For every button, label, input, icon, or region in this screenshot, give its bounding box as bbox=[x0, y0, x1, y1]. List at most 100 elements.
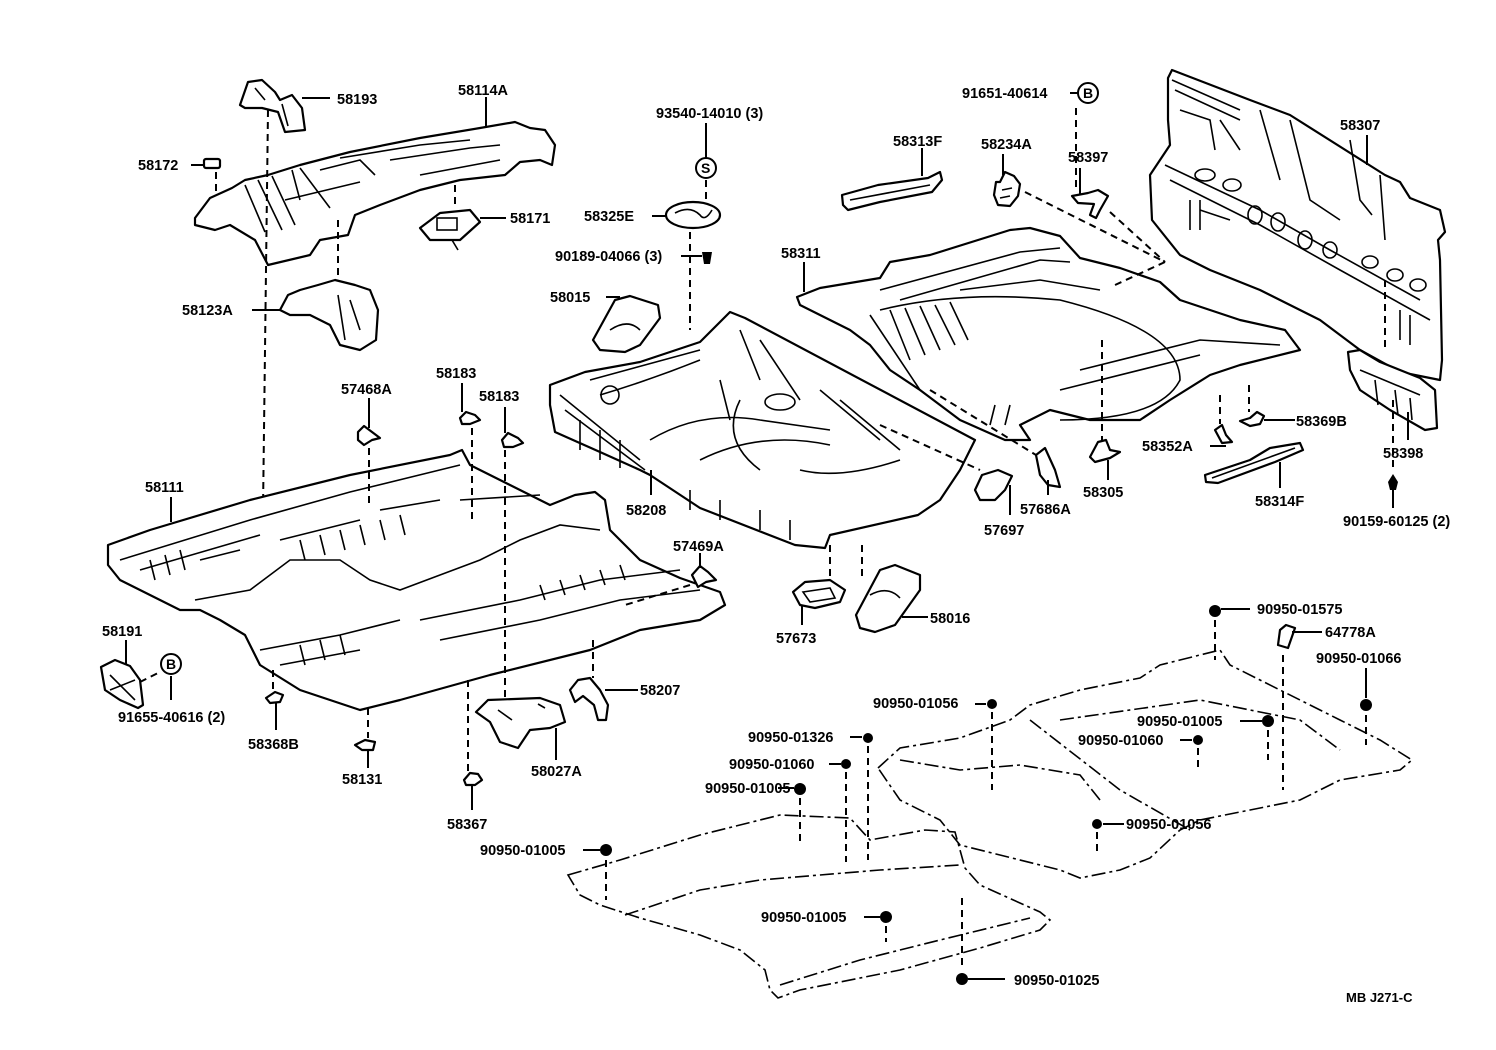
label-90950-01056-b[interactable]: 90950-01056 bbox=[1126, 817, 1211, 833]
part-57469A-clip bbox=[690, 564, 718, 589]
label-90950-01005-d[interactable]: 90950-01005 bbox=[761, 910, 846, 926]
part-58191-bracket bbox=[99, 658, 145, 710]
label-58171[interactable]: 58171 bbox=[510, 211, 550, 227]
label-58183-a[interactable]: 58183 bbox=[436, 366, 476, 382]
part-58171-plate bbox=[418, 208, 482, 251]
label-58015[interactable]: 58015 bbox=[550, 290, 590, 306]
label-58016[interactable]: 58016 bbox=[930, 611, 970, 627]
label-90189-04066[interactable]: 90189-04066 (3) bbox=[555, 249, 662, 265]
part-90189-nut bbox=[702, 252, 712, 264]
label-93540-14010[interactable]: 93540-14010 (3) bbox=[656, 106, 763, 122]
part-58368B-clip bbox=[264, 690, 285, 705]
part-58352A-bracket bbox=[1213, 423, 1234, 445]
label-58114A[interactable]: 58114A bbox=[458, 83, 509, 99]
label-58123A[interactable]: 58123A bbox=[182, 303, 233, 319]
b-marker-text: B bbox=[166, 656, 176, 672]
label-58191[interactable]: 58191 bbox=[102, 624, 142, 640]
label-58398[interactable]: 58398 bbox=[1383, 446, 1423, 462]
label-58172[interactable]: 58172 bbox=[138, 158, 178, 174]
part-58015-cover bbox=[591, 294, 662, 354]
part-57673-plug bbox=[791, 578, 847, 610]
part-58369B-clip bbox=[1238, 410, 1266, 428]
label-58111[interactable]: 58111 bbox=[145, 480, 184, 496]
marker-S: S bbox=[695, 157, 717, 179]
label-58307[interactable]: 58307 bbox=[1340, 118, 1380, 134]
part-58367-clip bbox=[462, 771, 484, 787]
grommet-90950-01056-b bbox=[1092, 819, 1102, 829]
dash-58191 bbox=[139, 671, 161, 683]
label-90950-01575[interactable]: 90950-01575 bbox=[1257, 602, 1342, 618]
label-64778A[interactable]: 64778A bbox=[1325, 625, 1376, 641]
marker-B-left: B bbox=[160, 653, 182, 675]
label-58131[interactable]: 58131 bbox=[342, 772, 382, 788]
label-57697[interactable]: 57697 bbox=[984, 523, 1024, 539]
label-58313F[interactable]: 58313F bbox=[893, 134, 942, 150]
label-90159-60125[interactable]: 90159-60125 (2) bbox=[1343, 514, 1450, 530]
label-58234A[interactable]: 58234A bbox=[981, 137, 1032, 153]
label-90950-01005-c[interactable]: 90950-01005 bbox=[480, 843, 565, 859]
label-57469A[interactable]: 57469A bbox=[673, 539, 724, 555]
label-58352A[interactable]: 58352A bbox=[1142, 439, 1193, 455]
s-marker-text: S bbox=[701, 160, 710, 176]
label-58369B[interactable]: 58369B bbox=[1296, 414, 1347, 430]
part-58313F-reinforcement bbox=[840, 170, 944, 212]
label-57673[interactable]: 57673 bbox=[776, 631, 816, 647]
grommet-90950-01005-a bbox=[1262, 715, 1274, 727]
label-58027A[interactable]: 58027A bbox=[531, 764, 582, 780]
b-marker-text: B bbox=[1083, 85, 1093, 101]
part-58208-rear-floor-pan bbox=[548, 310, 977, 550]
label-91651-40614[interactable]: 91651-40614 bbox=[962, 86, 1047, 102]
grommet-90950-01005-d bbox=[880, 911, 892, 923]
part-front-floor-silencer bbox=[566, 814, 1052, 999]
label-57686A[interactable]: 57686A bbox=[1020, 502, 1071, 518]
label-90950-01005-b[interactable]: 90950-01005 bbox=[705, 781, 790, 797]
grommet-90950-01060-a bbox=[1193, 735, 1203, 745]
part-58172-clip bbox=[202, 157, 222, 170]
part-rear-floor-silencer bbox=[876, 649, 1414, 879]
label-58397[interactable]: 58397 bbox=[1068, 150, 1108, 166]
dash-57697 bbox=[879, 424, 981, 471]
b-marker-icon bbox=[160, 653, 182, 675]
label-58367[interactable]: 58367 bbox=[447, 817, 487, 833]
part-90159-bolt bbox=[1388, 474, 1398, 490]
part-57468A-clip bbox=[356, 424, 382, 447]
label-58193[interactable]: 58193 bbox=[337, 92, 377, 108]
label-58314F[interactable]: 58314F bbox=[1255, 494, 1304, 510]
part-58193-bracket bbox=[238, 78, 307, 134]
diagram-reference-code: MB J271-C bbox=[1346, 990, 1413, 1005]
label-90950-01066[interactable]: 90950-01066 bbox=[1316, 651, 1401, 667]
label-58305[interactable]: 58305 bbox=[1083, 485, 1123, 501]
part-58123A-bracket bbox=[278, 278, 380, 352]
label-58368B[interactable]: 58368B bbox=[248, 737, 299, 753]
label-58311[interactable]: 58311 bbox=[781, 246, 821, 262]
part-58234A-bracket bbox=[992, 170, 1022, 208]
dash-58397-b bbox=[1114, 261, 1166, 286]
label-90950-01060-a[interactable]: 90950-01060 bbox=[1078, 733, 1163, 749]
label-58183-b[interactable]: 58183 bbox=[479, 389, 519, 405]
part-58305-bracket bbox=[1088, 438, 1122, 464]
grommet-90950-01060-b bbox=[841, 759, 851, 769]
b-marker-icon bbox=[1077, 82, 1099, 104]
label-90950-01060-b[interactable]: 90950-01060 bbox=[729, 757, 814, 773]
dash-58397 bbox=[1109, 211, 1166, 263]
label-58208[interactable]: 58208 bbox=[626, 503, 666, 519]
part-58114A-crossmember bbox=[193, 120, 557, 267]
grommet-90950-01575 bbox=[1209, 605, 1221, 617]
label-90950-01005-a[interactable]: 90950-01005 bbox=[1137, 714, 1222, 730]
label-90950-01056-a[interactable]: 90950-01056 bbox=[873, 696, 958, 712]
part-58016-cover bbox=[854, 563, 922, 634]
s-marker-icon bbox=[695, 157, 717, 179]
label-91655-40616[interactable]: 91655-40616 (2) bbox=[118, 710, 225, 726]
label-90950-01326[interactable]: 90950-01326 bbox=[748, 730, 833, 746]
label-58207[interactable]: 58207 bbox=[640, 683, 680, 699]
label-58325E[interactable]: 58325E bbox=[584, 209, 634, 225]
label-90950-01025[interactable]: 90950-01025 bbox=[1014, 973, 1099, 989]
marker-B-top: B bbox=[1077, 82, 1099, 104]
part-58311-rear-floor bbox=[795, 226, 1302, 442]
grommet-90950-01005-b bbox=[794, 783, 806, 795]
part-58307-rear-panel bbox=[1148, 68, 1447, 382]
dash-58234A bbox=[1024, 191, 1166, 263]
label-57468A[interactable]: 57468A bbox=[341, 382, 392, 398]
grommet-90950-01326 bbox=[863, 733, 873, 743]
